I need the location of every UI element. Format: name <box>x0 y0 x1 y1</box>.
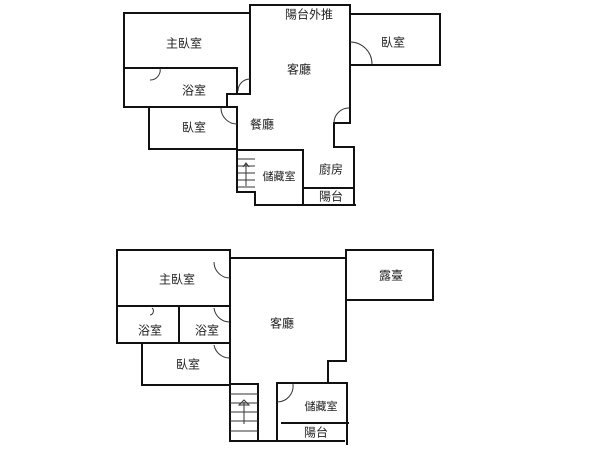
upper-storage-label: 儲藏室 <box>263 169 296 183</box>
lower-stairs-icon <box>230 393 258 432</box>
upper-floor-walls <box>123 4 441 206</box>
lower-bathroom-1-label: 浴室 <box>138 323 162 338</box>
upper-dining-room-label: 餐廳 <box>250 117 274 132</box>
upper-balcony-extension-label: 陽台外推 <box>285 7 333 22</box>
upper-floor-doors <box>149 41 373 125</box>
upper-kitchen-label: 廚房 <box>319 162 343 177</box>
lower-balcony-label: 陽台 <box>304 425 328 440</box>
lower-floor-walls <box>116 249 434 445</box>
upper-bedroom-right-label: 臥室 <box>381 35 405 50</box>
upper-bathroom-label: 浴室 <box>182 83 206 98</box>
lower-bathroom-2-label: 浴室 <box>195 323 219 338</box>
lower-master-bedroom-label: 主臥室 <box>159 272 195 287</box>
lower-floor-doors <box>149 261 294 403</box>
upper-living-room-label: 客廳 <box>287 62 311 77</box>
upper-balcony-label: 陽台 <box>319 189 343 204</box>
upper-master-bedroom-label: 主臥室 <box>166 36 202 51</box>
lower-bedroom-label: 臥室 <box>176 357 200 372</box>
lower-terrace-label: 露臺 <box>379 268 403 283</box>
lower-living-room-label: 客廳 <box>270 316 294 331</box>
upper-stairs-icon <box>238 158 255 188</box>
lower-storage-label: 儲藏室 <box>305 399 338 413</box>
upper-bedroom-left-label: 臥室 <box>182 120 206 135</box>
